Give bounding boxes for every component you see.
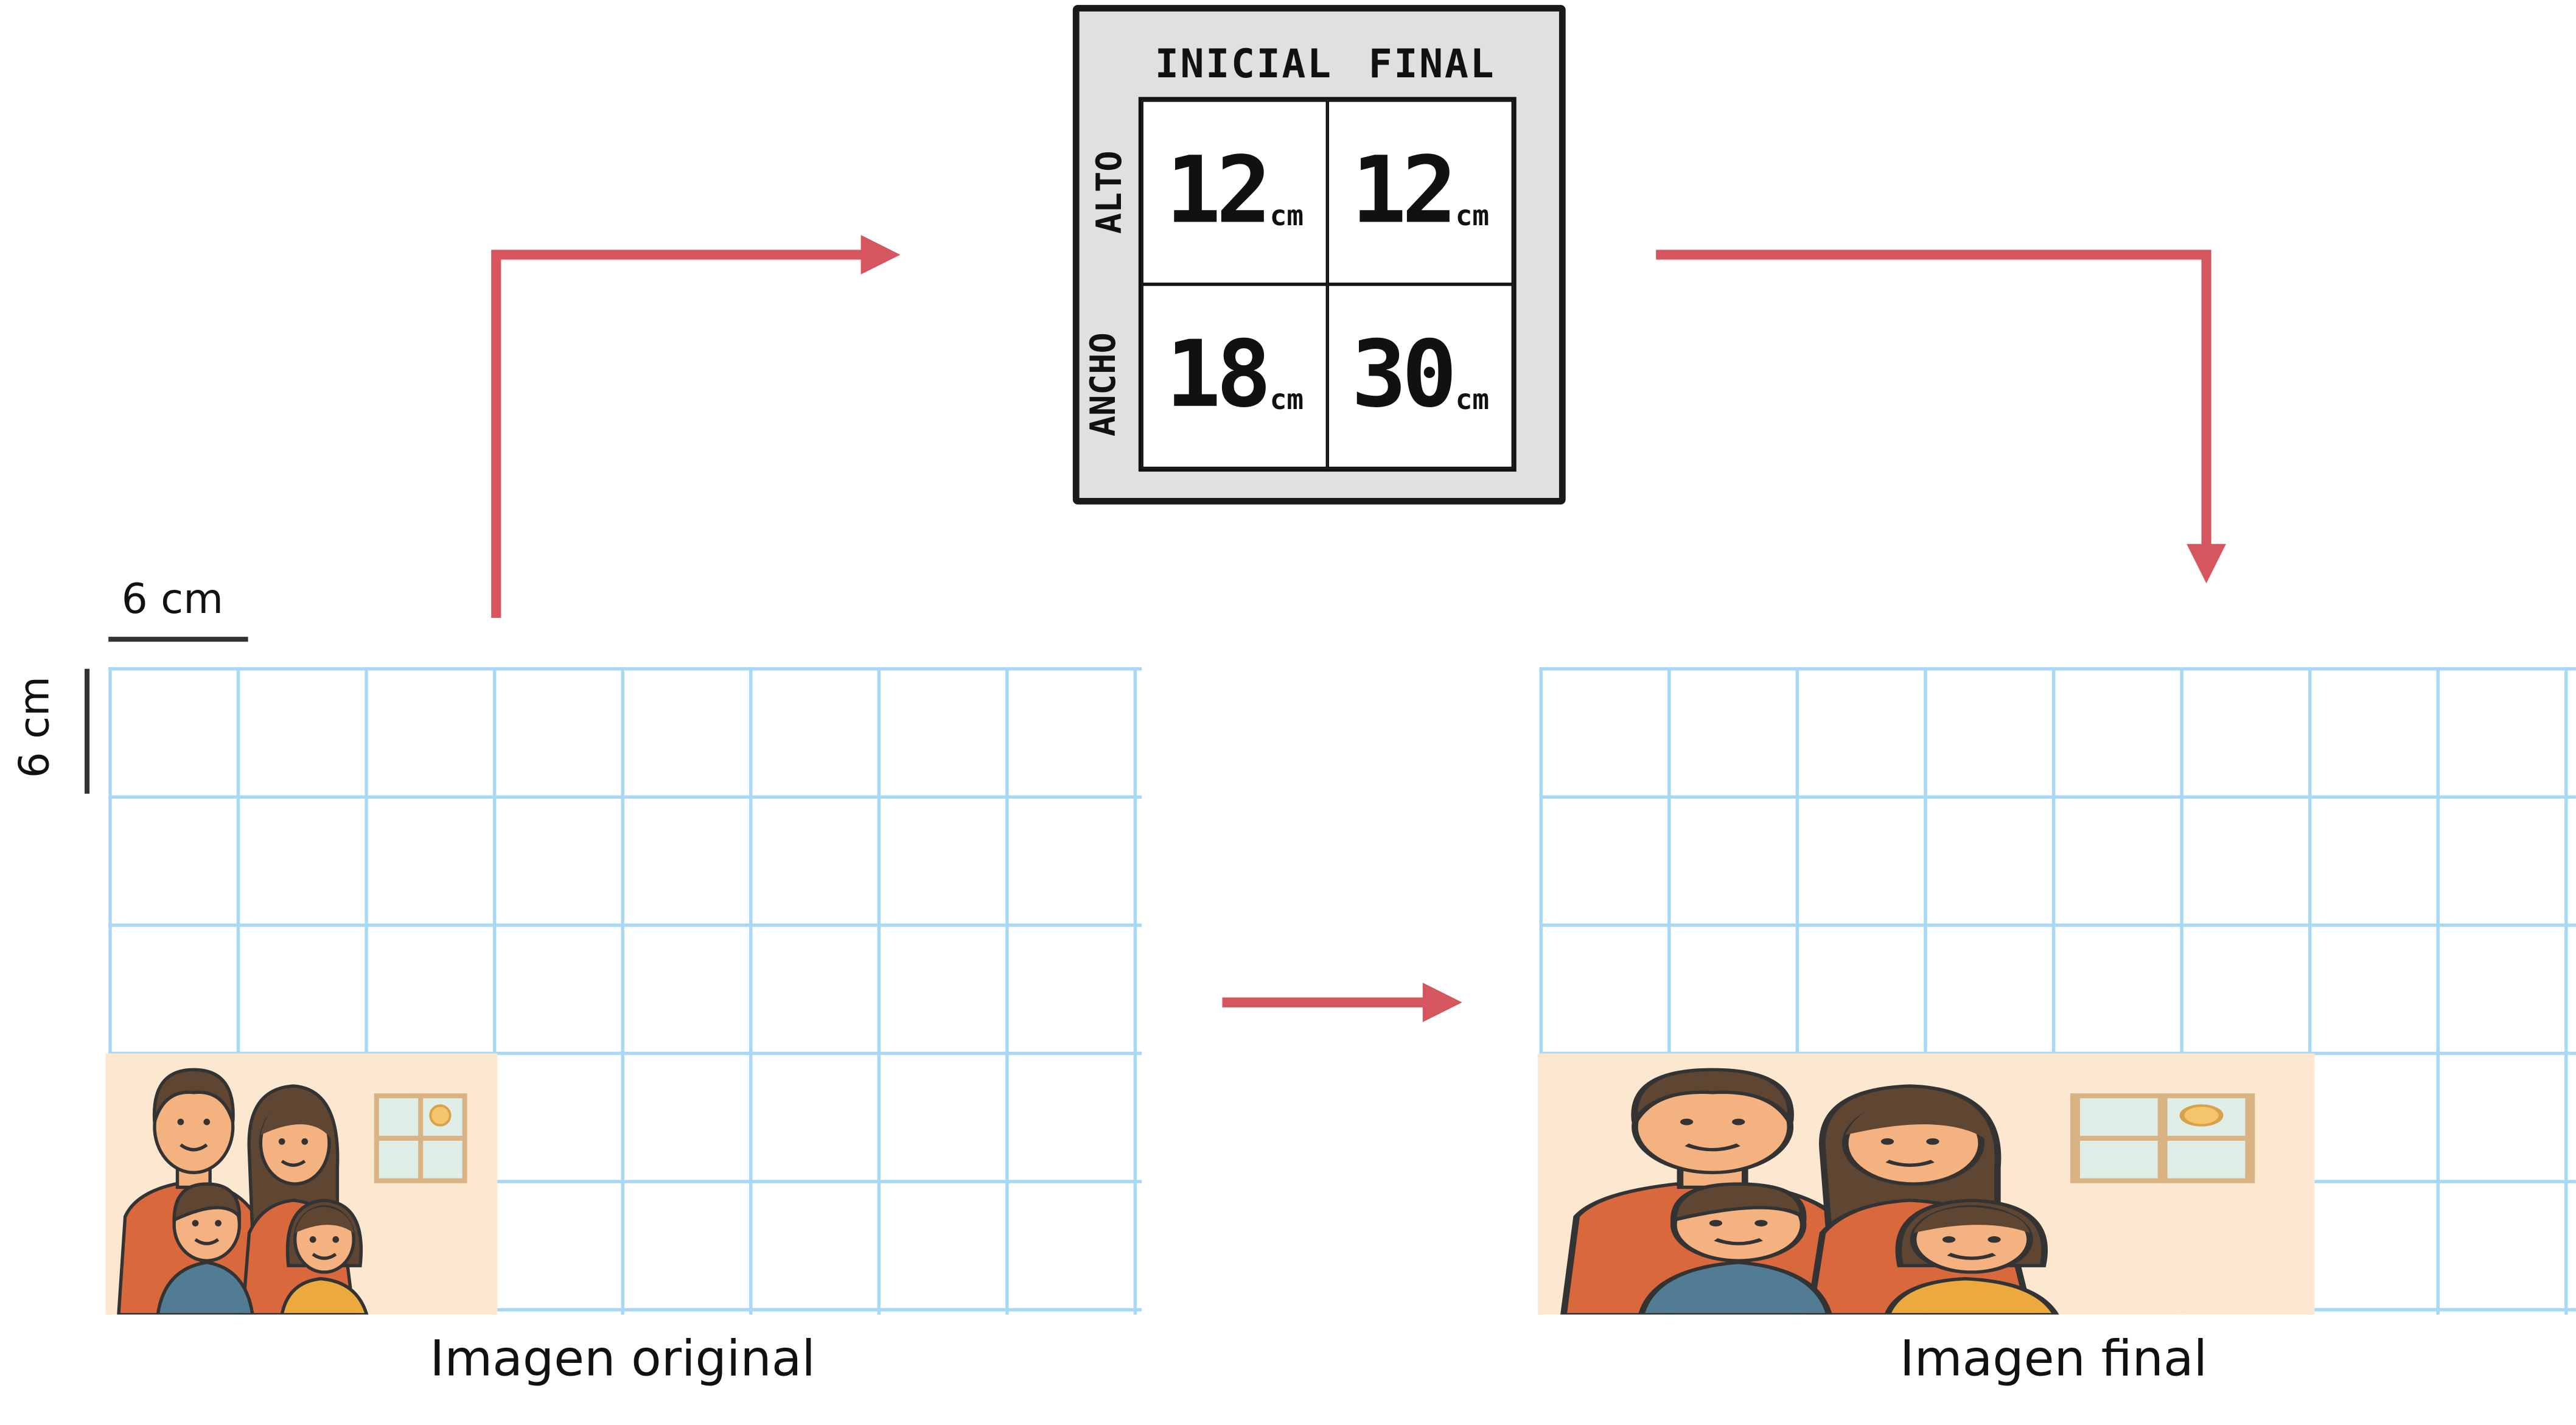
unit: cm bbox=[1269, 384, 1304, 418]
family-image-final bbox=[1538, 1053, 2315, 1314]
unit: cm bbox=[1455, 384, 1490, 418]
caption-original: Imagen original bbox=[430, 1331, 815, 1389]
arrow-table-to-final bbox=[1656, 250, 2226, 584]
col-header-final: FINAL bbox=[1368, 41, 1496, 88]
row-header-alto: ALTO bbox=[1089, 150, 1129, 234]
row-header-ancho: ANCHO bbox=[1083, 332, 1123, 437]
vertical-scale-label: 6 cm bbox=[10, 676, 58, 779]
arrow-original-to-final bbox=[1222, 982, 1462, 1023]
value: 12 bbox=[1165, 138, 1271, 245]
col-header-inicial: INICIAL bbox=[1154, 41, 1333, 88]
unit: cm bbox=[1269, 200, 1304, 234]
arrow-original-to-table bbox=[491, 235, 901, 618]
family-image-original bbox=[105, 1053, 498, 1314]
unit: cm bbox=[1455, 200, 1490, 234]
value: 18 bbox=[1165, 322, 1271, 429]
value: 30 bbox=[1351, 322, 1457, 429]
value: 12 bbox=[1351, 138, 1457, 245]
caption-final: Imagen final bbox=[1899, 1331, 2208, 1389]
horizontal-scale-label: 6 cm bbox=[121, 575, 224, 623]
